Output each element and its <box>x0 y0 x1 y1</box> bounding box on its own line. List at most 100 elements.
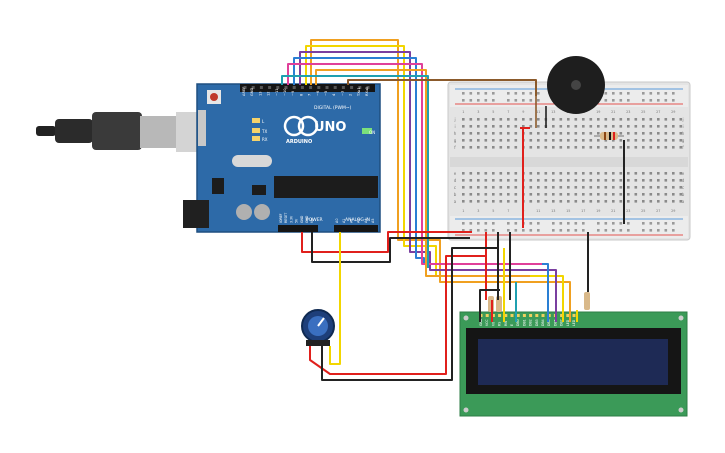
power-pin-label: GND <box>300 215 304 223</box>
power-pin-label: Vin <box>310 218 314 223</box>
breadboard-row-letter: g <box>454 138 457 143</box>
power-pin-label: GND <box>305 215 309 223</box>
breadboard-row-letter: a <box>454 199 457 204</box>
breadboard-row-letter: g <box>682 138 685 143</box>
power-jack <box>183 200 209 228</box>
digital-pin-label: 8 <box>299 93 303 96</box>
piezo-buzzer <box>535 56 605 128</box>
breadboard-row-letter: a <box>682 199 685 204</box>
power-pin-label: 3.3V <box>289 215 293 223</box>
breadboard-column-number: 19 <box>596 110 600 114</box>
breadboard-resistor <box>594 132 624 140</box>
breadboard-row-letter: c <box>682 185 684 190</box>
lcd-pin-label: DB5 <box>547 319 551 326</box>
breadboard-row-letter: e <box>682 171 685 176</box>
breadboard: 1133557799111113131515171719192121232325… <box>447 81 691 241</box>
power-pin-label: RESET <box>284 213 288 223</box>
breadboard-row-letter: f <box>454 145 456 150</box>
lcd-screen <box>478 339 668 385</box>
lcd-pin-label: DB3 <box>535 319 539 326</box>
breadboard-column-number: 21 <box>611 110 615 114</box>
breadboard-column-number: 27 <box>656 209 660 213</box>
breadboard-row-letter: f <box>682 145 684 150</box>
digital-pin-label: RX◂0 <box>365 86 369 96</box>
analog-header <box>334 225 378 232</box>
rx-label: RX <box>262 137 268 142</box>
breadboard-column-number: 3 <box>477 209 479 213</box>
breadboard-column-number: 15 <box>566 209 570 213</box>
breadboard-row-letter: d <box>682 178 685 183</box>
lcd-pin-label: RS <box>498 322 502 326</box>
digital-pin-label: ~6 <box>316 90 320 96</box>
breadboard-row-letter: j <box>681 117 683 122</box>
breadboard-column-number: 29 <box>671 110 675 114</box>
breadboard-row-letter: b <box>454 192 457 197</box>
lcd-pin-label: RW <box>504 320 508 326</box>
lcd-pin-label: DB6 <box>553 319 557 326</box>
digital-pin-label: ~11 <box>275 88 279 96</box>
l-label: L <box>262 119 265 124</box>
breadboard-row-letter: d <box>454 178 457 183</box>
lcd-pin-label: DB0 <box>516 319 520 326</box>
lcd-pin-label: DB2 <box>529 319 533 326</box>
analog-pin-label: A4 <box>364 219 368 223</box>
breadboard-column-number: 13 <box>551 110 555 114</box>
breadboard-row-letter: h <box>682 131 685 136</box>
lcd-pin-label: LED <box>566 319 570 326</box>
breadboard-column-number: 3 <box>477 110 479 114</box>
breadboard-column-number: 7 <box>507 110 509 114</box>
lcd-pin-label: VCC <box>485 319 489 326</box>
usb-port <box>198 110 206 146</box>
breadboard-column-number: 11 <box>536 110 540 114</box>
breadboard-column-number: 19 <box>596 209 600 213</box>
crystal-icon <box>232 155 272 167</box>
breadboard-column-number: 5 <box>492 209 494 213</box>
breadboard-row-letter: e <box>454 171 457 176</box>
breadboard-column-number: 9 <box>522 110 524 114</box>
breadboard-column-number: 7 <box>507 209 509 213</box>
breadboard-row-letter: i <box>454 124 455 129</box>
breadboard-column-number: 11 <box>536 209 540 213</box>
digital-header <box>240 84 375 92</box>
on-label: ON <box>369 130 375 135</box>
digital-pin-label: 2 <box>349 94 353 96</box>
digital-pin-label: 7 <box>308 94 312 96</box>
breadboard-column-number: 5 <box>492 110 494 114</box>
power-pin-label: 5V <box>295 218 299 223</box>
board-brand: UNO <box>314 120 347 135</box>
breadboard-column-number: 17 <box>581 209 585 213</box>
analog-pin-label: A5 <box>371 219 375 223</box>
capacitor-icon <box>236 204 252 220</box>
breadboard-column-number: 21 <box>611 209 615 213</box>
breadboard-row-letter: j <box>453 117 455 122</box>
power-pin-label: IOREF <box>279 213 283 223</box>
digital-pin-label: 12 <box>267 91 271 96</box>
breadboard-column-number: 27 <box>656 110 660 114</box>
breadboard-column-number: 25 <box>641 209 645 213</box>
breadboard-column-number: 29 <box>671 209 675 213</box>
arduino-logo-text: ARDUINO <box>286 139 312 145</box>
breadboard-column-number: 25 <box>641 110 645 114</box>
breadboard-column-number: 23 <box>626 209 630 213</box>
lcd-pin-label: E <box>510 324 514 326</box>
digital-pin-label: AREF <box>242 87 246 96</box>
potentiometer <box>301 309 335 346</box>
breadboard-row-letter: b <box>682 192 685 197</box>
analog-label: ANALOG IN <box>345 217 370 223</box>
power-header <box>278 225 318 232</box>
digital-pin-label: GND <box>250 88 254 96</box>
digital-pin-label: TX▸1 <box>357 87 361 97</box>
capacitor-icon <box>254 204 270 220</box>
breadboard-row-letter: c <box>454 185 456 190</box>
lcd-pin-label: GND <box>479 318 483 326</box>
lcd-pin-label: DB7 <box>560 319 564 326</box>
analog-pin-label: A3 <box>357 219 361 223</box>
lcd-pin-label: DB4 <box>541 319 545 326</box>
analog-pin-label: A0 <box>335 219 339 223</box>
